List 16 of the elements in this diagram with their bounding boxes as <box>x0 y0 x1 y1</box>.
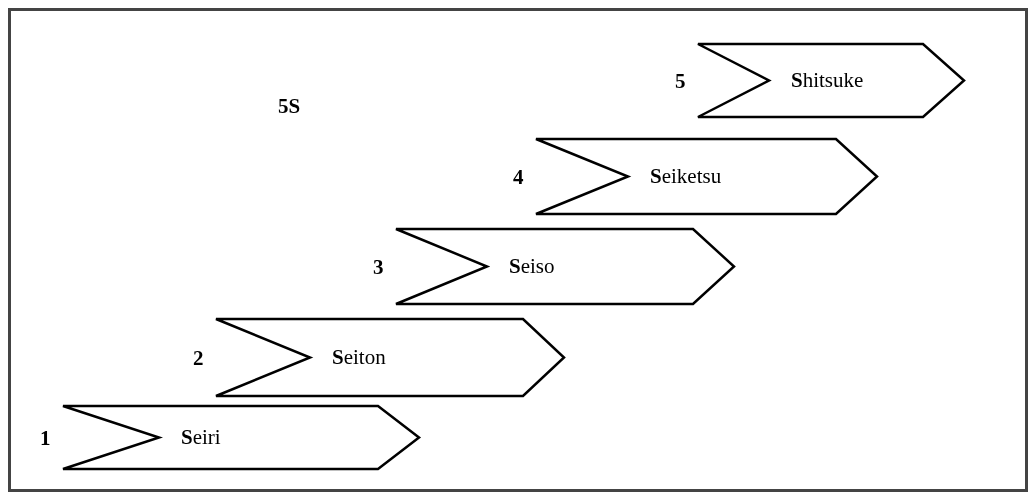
step-number: 3 <box>373 254 384 280</box>
chevron-step <box>535 138 878 215</box>
step-label: Shitsuke <box>791 67 864 93</box>
chevron-step <box>215 318 565 397</box>
step-number: 5 <box>675 68 686 94</box>
step-number: 2 <box>193 345 204 371</box>
chevron-step <box>395 228 735 305</box>
step-number: 1 <box>40 425 51 451</box>
chevron-step <box>62 405 420 470</box>
step-number: 4 <box>513 164 524 190</box>
step-label: Seiri <box>181 424 221 450</box>
diagram-title: 5S <box>278 94 301 119</box>
step-label: Seiketsu <box>650 163 722 189</box>
chevron-step <box>697 43 965 118</box>
step-label: Seiso <box>509 253 555 279</box>
step-label: Seiton <box>332 344 386 370</box>
